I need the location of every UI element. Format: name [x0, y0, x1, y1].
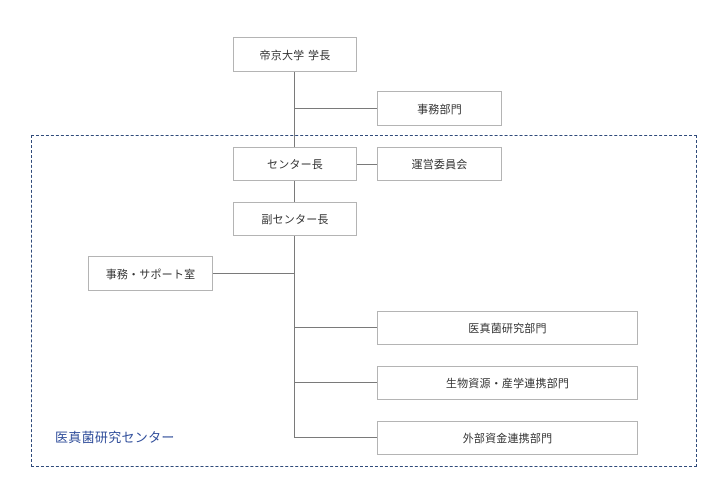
connector-center-head-to-deputy — [294, 180, 295, 203]
connector-to-admin-dept — [294, 108, 378, 109]
node-external-funding-dept: 外部資金連携部門 — [377, 421, 638, 455]
center-name-label: 医真菌研究センター — [55, 431, 175, 446]
connector-to-steering-committee — [356, 164, 378, 165]
connector-to-bioresource-dept — [294, 382, 378, 383]
node-steering-committee: 運営委員会 — [377, 147, 502, 181]
connector-to-research-dept — [294, 327, 378, 328]
connector-to-admin-support — [212, 273, 295, 274]
node-deputy-head: 副センター長 — [233, 202, 357, 236]
node-center-head: センター長 — [233, 147, 357, 181]
connector-to-external-funding-dept — [294, 437, 378, 438]
connector-president-to-center-head — [294, 72, 295, 148]
node-research-dept: 医真菌研究部門 — [377, 311, 638, 345]
node-admin-dept: 事務部門 — [377, 91, 502, 126]
center-boundary-frame — [31, 135, 697, 467]
connector-main-trunk — [294, 235, 295, 438]
node-president: 帝京大学 学長 — [233, 37, 357, 72]
node-bioresource-dept: 生物資源・産学連携部門 — [377, 366, 638, 400]
node-admin-support: 事務・サポート室 — [88, 256, 213, 291]
